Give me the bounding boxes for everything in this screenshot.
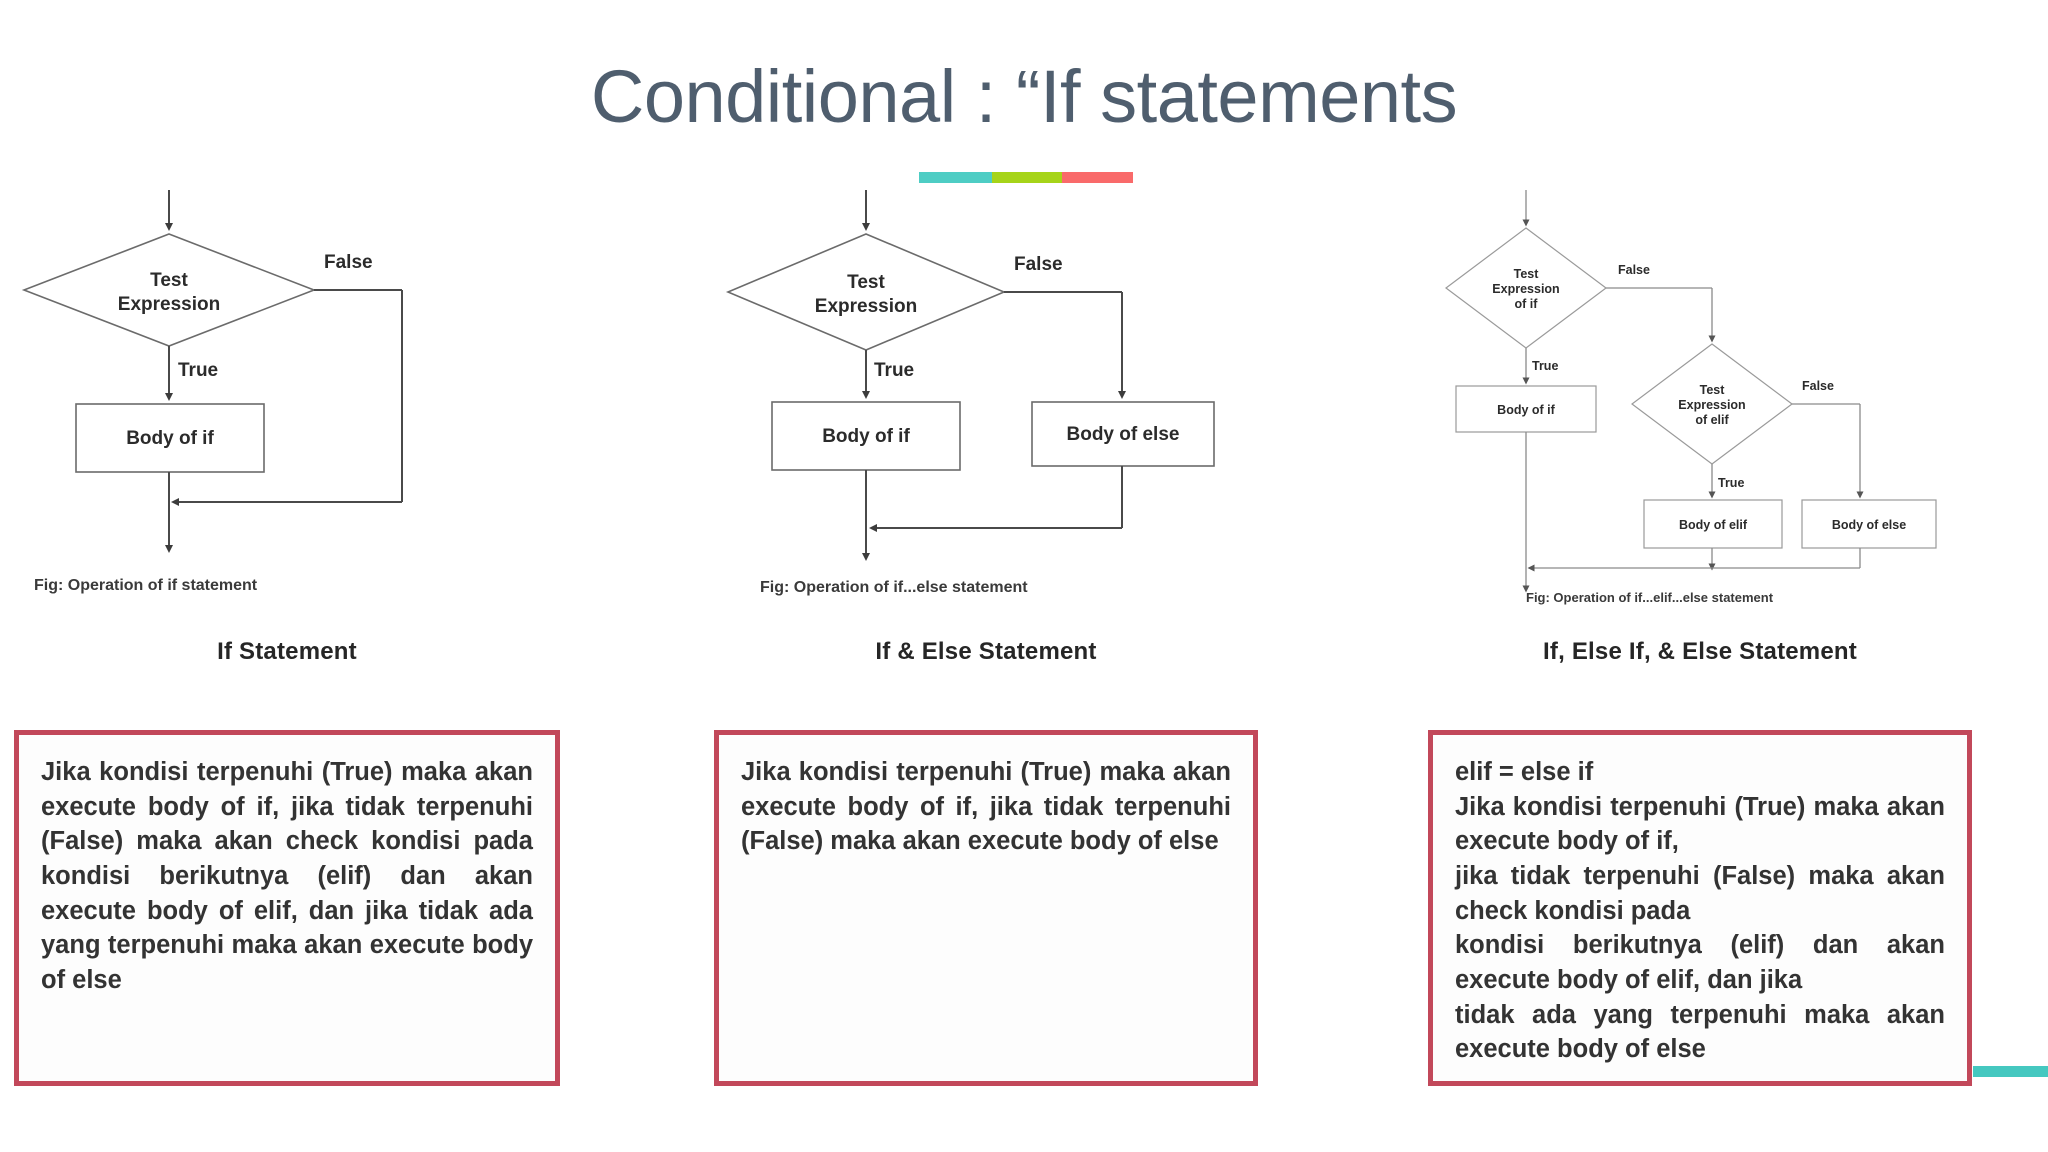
column-caption-if-elif-else: If, Else If, & Else Statement xyxy=(1543,638,1857,665)
note-box-if-elif-else: elif = else if Jika kondisi terpenuhi (T… xyxy=(1428,730,1972,1086)
flowchart-caption: Fig: Operation of if statement xyxy=(34,577,258,594)
flowchart-node-body-of-else: Body of else xyxy=(1067,424,1180,445)
flowchart-if-elif-else: Test Expression of if Test Expression of… xyxy=(1428,190,1972,630)
flowchart-node-test-expression-if-line2: Expression xyxy=(1492,282,1559,296)
flowchart-caption: Fig: Operation of if...else statement xyxy=(760,579,1028,596)
column-caption-if-else: If & Else Statement xyxy=(875,638,1097,665)
underline-segment-lime xyxy=(991,172,1063,183)
column-if-else-statement: Test Expression Body of if Body of else … xyxy=(714,190,1258,666)
flowchart-caption: Fig: Operation of if...elif...else state… xyxy=(1526,590,1774,605)
flowchart-edge-label-true-if: True xyxy=(1532,359,1558,373)
flowchart-edge-label-false: False xyxy=(324,252,373,273)
underline-segment-coral xyxy=(1062,172,1133,183)
underline-segment-teal xyxy=(919,172,992,183)
flowchart-node-body-of-if: Body of if xyxy=(822,426,910,447)
flowchart-edge-label-true: True xyxy=(874,360,914,381)
flowchart-if: Test Expression Body of if False True Fi… xyxy=(14,190,560,630)
flowchart-node-test-expression: Test xyxy=(847,272,885,293)
flowchart-node-test-expression-line2: Expression xyxy=(815,296,917,317)
note-text-if-elif-else: elif = else if Jika kondisi terpenuhi (T… xyxy=(1455,758,1945,1064)
flowchart-edge-label-false-elif: False xyxy=(1802,379,1834,393)
note-text-if: Jika kondisi terpenuhi (True) maka akan … xyxy=(41,758,533,995)
flowchart-edge-label-true-elif: True xyxy=(1718,476,1744,490)
flowchart-node-test-expression-if-line1: Test xyxy=(1514,267,1540,281)
column-if-elif-else-statement: Test Expression of if Test Expression of… xyxy=(1428,190,1972,666)
note-text-if-else: Jika kondisi terpenuhi (True) maka akan … xyxy=(741,758,1231,856)
note-box-if-else: Jika kondisi terpenuhi (True) maka akan … xyxy=(714,730,1258,1086)
column-if-statement: Test Expression Body of if False True Fi… xyxy=(14,190,560,666)
note-box-if: Jika kondisi terpenuhi (True) maka akan … xyxy=(14,730,560,1086)
flowchart-node-test-expression-elif-line2: Expression xyxy=(1678,398,1745,412)
column-caption-if: If Statement xyxy=(217,638,357,665)
flowchart-node-body-of-elif: Body of elif xyxy=(1679,518,1748,532)
flowchart-edge-label-true: True xyxy=(178,360,218,381)
page-title: Conditional : “If statements xyxy=(590,55,1458,138)
flowchart-edge-label-false: False xyxy=(1014,254,1063,275)
flowchart-node-test-expression: Test xyxy=(150,270,188,291)
flowchart-node-body-of-if: Body of if xyxy=(1497,403,1555,417)
flowchart-node-test-expression-if-line3: of if xyxy=(1515,297,1539,311)
flowchart-node-body-of-else: Body of else xyxy=(1832,518,1906,532)
flowchart-node-test-expression-line2: Expression xyxy=(118,294,220,315)
flowchart-if-else: Test Expression Body of if Body of else … xyxy=(714,190,1258,630)
flowchart-edge-label-false-if: False xyxy=(1618,263,1650,277)
flowchart-node-test-expression-elif-line3: of elif xyxy=(1695,413,1729,427)
title-underline-bar xyxy=(919,172,1133,183)
flowchart-node-body-of-if: Body of if xyxy=(126,428,214,449)
bottom-right-accent-bar xyxy=(1973,1066,2048,1077)
flowchart-node-test-expression-elif-line1: Test xyxy=(1700,383,1726,397)
